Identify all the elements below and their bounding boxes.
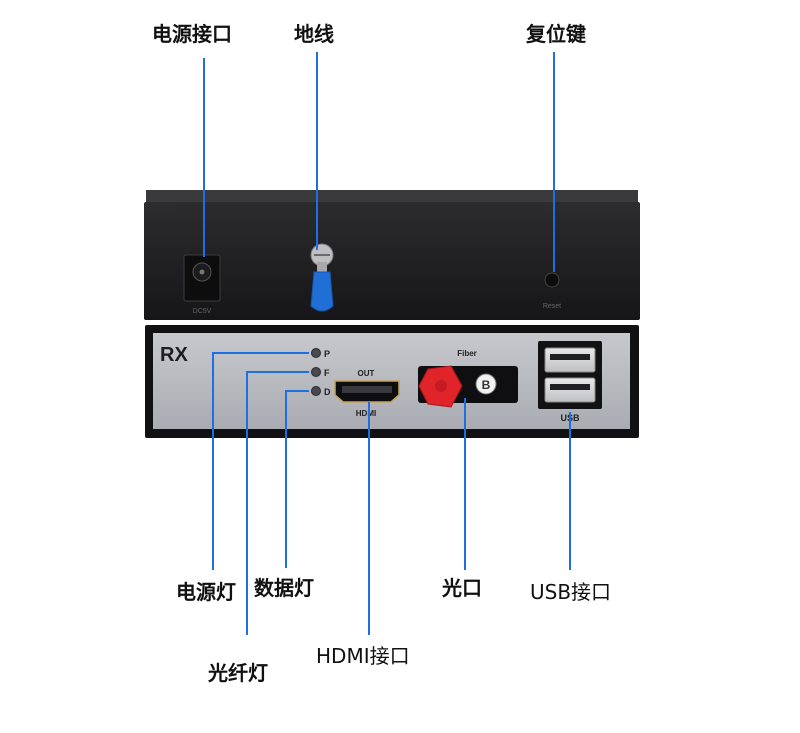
fiber-mark-badge (475, 373, 497, 395)
dc-jack-pin (199, 269, 205, 275)
hdmi-label: HDMI (356, 409, 376, 418)
hdmi-port-pins (342, 386, 392, 393)
leader-lines (203, 52, 571, 635)
model-label: RX (160, 344, 188, 366)
callout-power-led: 电源灯 (176, 580, 236, 604)
ground-washer (317, 262, 327, 272)
led-p-label: P (324, 349, 330, 359)
callout-data-led: 数据灯 (254, 576, 314, 600)
fiber-cap-center (435, 380, 447, 392)
lower-unit: RX P F D OUT HDMI Fiber B (145, 325, 639, 438)
callout-optical-port: 光口 (442, 576, 482, 600)
callout-ground: 地线 (294, 22, 334, 46)
usb-port-2-tongue (550, 384, 590, 390)
callout-hdmi-port: HDMI接口 (316, 644, 410, 668)
callout-reset-key: 复位键 (526, 22, 586, 46)
led-d-label: D (324, 387, 331, 397)
led-f (311, 367, 321, 377)
leader-data-led (285, 390, 309, 568)
upper-unit-body (144, 202, 640, 320)
led-p (311, 348, 321, 358)
fiber-label: Fiber (457, 349, 477, 358)
led-f-label: F (324, 368, 330, 378)
leader-power-led (212, 352, 309, 570)
led-d (311, 386, 321, 396)
ground-lug (310, 271, 334, 312)
fiber-mark: B (482, 378, 491, 392)
reset-button (544, 272, 560, 288)
top-reset-label: Reset (543, 303, 561, 310)
hdmi-out-label: OUT (358, 369, 375, 378)
upper-unit-print-strip (180, 205, 540, 215)
top-power-label: DC5V (193, 308, 212, 315)
callout-fiber-led: 光纤灯 (208, 661, 268, 685)
callout-power-port: 电源接口 (152, 22, 232, 46)
usb-port-1-tongue (550, 354, 590, 360)
upper-unit-top-edge (146, 190, 638, 202)
callout-usb-port: USB接口 (530, 580, 612, 604)
upper-unit: DC5V Reset (144, 190, 640, 320)
leader-fiber-led (246, 371, 309, 635)
